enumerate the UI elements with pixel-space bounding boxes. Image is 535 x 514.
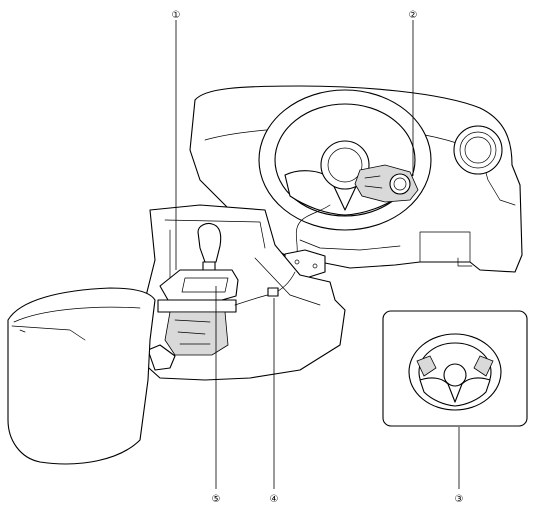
connector: [267, 287, 279, 297]
svg-text:⑤: ⑤: [212, 494, 221, 505]
callout-1: ①: [172, 10, 181, 21]
callout-3: ③: [455, 494, 464, 505]
callout-5: ⑤: [212, 494, 221, 505]
svg-text:①: ①: [172, 10, 181, 21]
wiring-harness: [295, 204, 331, 259]
armrest: [7, 287, 156, 465]
selector-lever-assembly: [147, 269, 239, 371]
callout-2: ②: [409, 10, 418, 21]
svg-text:③: ③: [455, 494, 464, 505]
paddle-shift-switch-assembly: [354, 164, 419, 203]
steering-wheel: [258, 89, 432, 231]
callout-4: ④: [270, 494, 279, 505]
inset-box: [382, 310, 528, 427]
svg-text:④: ④: [270, 494, 279, 505]
inset-steering-wheel: [408, 333, 502, 411]
air-vent: [453, 125, 503, 175]
svg-text:②: ②: [409, 10, 418, 21]
